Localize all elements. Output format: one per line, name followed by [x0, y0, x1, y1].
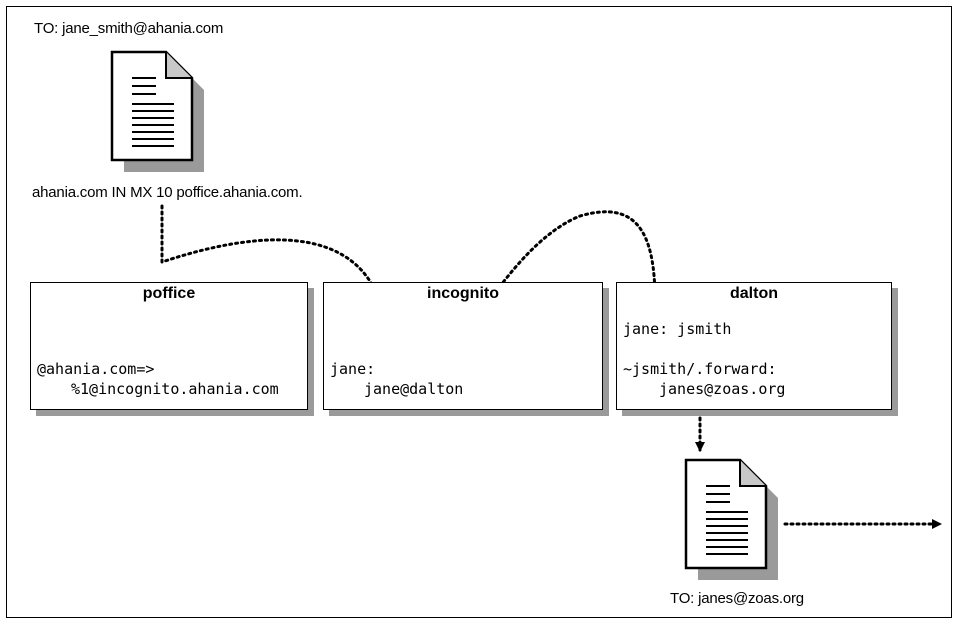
final-recipient-label: TO: janes@zoas.org — [670, 590, 804, 607]
host-title: dalton — [730, 285, 778, 302]
rewrite-rule-line: @ahania.com=> — [37, 360, 155, 378]
forward-target: janes@zoas.org — [659, 380, 786, 398]
host-title: poffice — [142, 285, 196, 302]
rewrite-rule-target: %1@incognito.ahania.com — [71, 380, 279, 398]
mx-record-label: ahania.com IN MX 10 poffice.ahania.com. — [32, 184, 303, 201]
host-box-incognito: incognito jane: jane@dalton — [323, 282, 603, 410]
recipient-label: TO: jane_smith@ahania.com — [34, 20, 224, 37]
document-icon — [110, 50, 204, 172]
alias-target: jane@dalton — [364, 380, 464, 398]
document-icon — [684, 458, 778, 580]
host-box-dalton: dalton jane: jsmith ~jsmith/.forward: ja… — [616, 282, 892, 410]
host-title: incognito — [427, 285, 499, 302]
forward-file-label: ~jsmith/.forward: — [623, 360, 777, 378]
alias-line: jane: jsmith — [623, 320, 732, 338]
host-box-poffice: poffice @ahania.com=> %1@incognito.ahani… — [30, 282, 308, 410]
alias-line: jane: — [330, 360, 376, 378]
